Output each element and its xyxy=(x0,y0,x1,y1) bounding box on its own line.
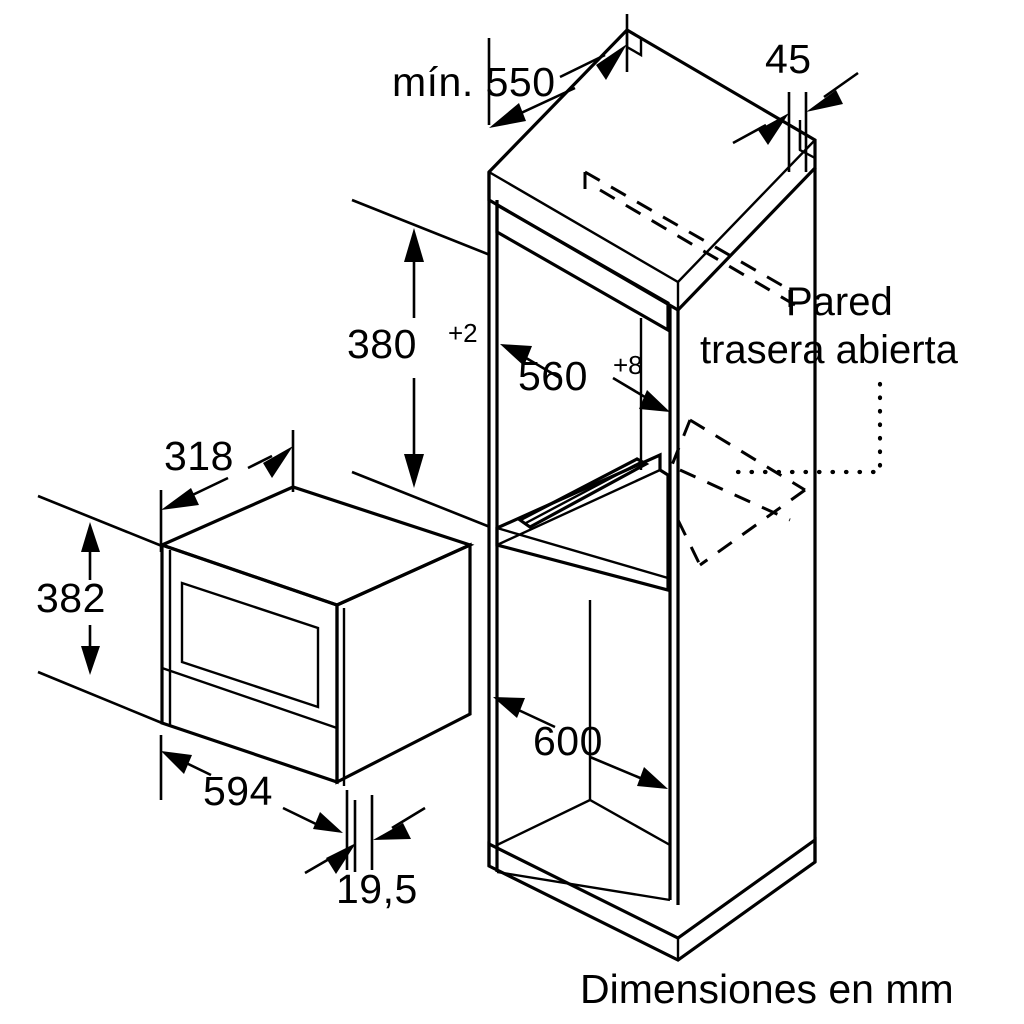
dimension-600 xyxy=(493,697,668,789)
dimension-19-5 xyxy=(304,795,426,875)
cabinet-assembly xyxy=(487,27,817,962)
dimension-label-45: 45 xyxy=(765,36,812,82)
dimension-318 xyxy=(159,430,295,552)
dimension-label-560-tolerance: +8 xyxy=(613,350,643,380)
cabinet-upper-shelf xyxy=(495,170,796,333)
dimension-min-550 xyxy=(487,14,629,128)
dimension-45 xyxy=(732,71,859,172)
dimension-label-560-value: 560 xyxy=(518,353,588,399)
dimension-label-594: 594 xyxy=(203,768,273,814)
dimension-380 xyxy=(351,198,491,529)
dimension-382 xyxy=(37,494,163,725)
dimension-label-380-value: 380 xyxy=(347,321,417,367)
dimension-label-380: 380 +2 xyxy=(347,318,478,367)
microwave-oven-appliance xyxy=(157,485,475,786)
units-footer-label: Dimensiones en mm xyxy=(580,966,954,1012)
dimension-label-380-tolerance: +2 xyxy=(448,318,478,348)
dimension-label-382: 382 xyxy=(36,575,106,621)
cabinet-left-wall xyxy=(487,172,499,872)
dimension-560 xyxy=(500,344,670,412)
back-wall-note-line-1: Pared xyxy=(786,280,893,324)
cabinet-base-plinth xyxy=(487,836,817,962)
dimension-label-min-550: mín. 550 xyxy=(392,59,556,105)
cabinet-middle-shelf xyxy=(495,418,806,593)
dimension-label-600: 600 xyxy=(533,718,603,764)
back-wall-note-line-2: trasera abierta xyxy=(700,328,959,372)
dimension-label-318: 318 xyxy=(164,433,234,479)
cabinet-right-wall xyxy=(668,305,680,905)
cabinet-outer-right-panel xyxy=(798,120,817,862)
back-wall-leader-line xyxy=(735,377,883,475)
dimension-label-19-5: 19,5 xyxy=(336,866,418,912)
dimension-label-560: 560 +8 xyxy=(518,350,643,399)
